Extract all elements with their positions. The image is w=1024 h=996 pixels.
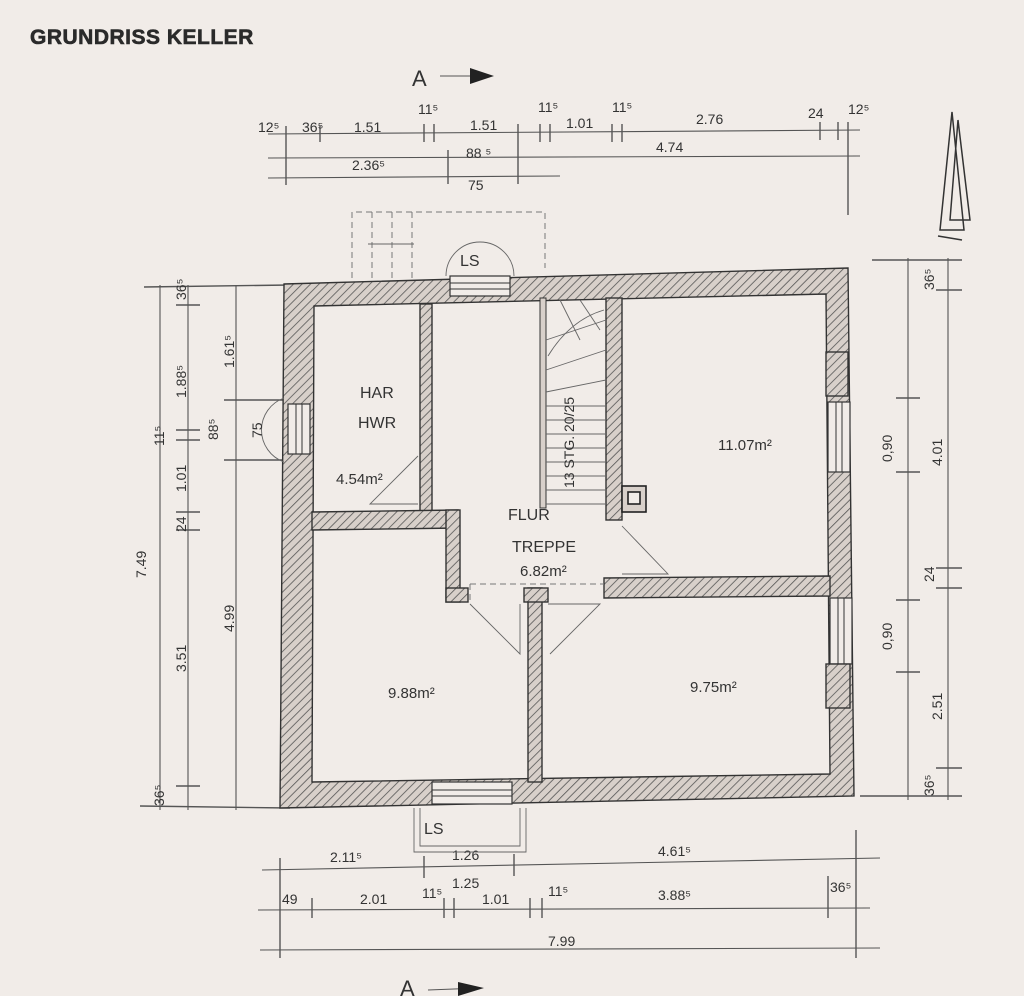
dim-right-1: 36⁵ — [921, 269, 937, 290]
dim-right-inner-1: 0,90 — [879, 435, 895, 462]
dim-left-inner-2: 88⁵ — [205, 419, 221, 440]
dim-right-4: 2.51 — [929, 693, 945, 720]
light-well-bottom: LS — [413, 808, 527, 853]
dim-top-7: 1.01 — [566, 115, 593, 131]
dim-bottom-total: 7.99 — [548, 933, 575, 949]
dim-bottom-2: 1.26 — [452, 847, 479, 863]
window-west — [287, 403, 311, 455]
dim-top-3: 1.51 — [354, 119, 381, 135]
room-flur-label-2: TREPPE — [512, 539, 576, 556]
window-bottom-ls — [431, 781, 513, 805]
dim-top-6: 11⁵ — [538, 99, 558, 115]
dim-top-11: 12⁵ — [848, 101, 869, 117]
section-label-bottom: A — [400, 976, 415, 996]
dim-left-inner-1: 1.61⁵ — [221, 335, 237, 368]
room-ne-area: 11.07m² — [718, 437, 772, 454]
dim-bottom-1: 2.11⁵ — [330, 849, 362, 865]
stairs-label: 13 STG. 20/25 — [561, 397, 577, 488]
dim-right-5: 36⁵ — [921, 775, 937, 796]
dim-left-4: 1.01 — [173, 465, 189, 492]
dim-right-2: 4.01 — [929, 439, 945, 466]
dim-top-9: 2.76 — [696, 111, 723, 127]
north-arrow-icon — [937, 111, 971, 241]
dim-top-4: 11⁵ — [418, 101, 438, 117]
dim-left-inner-3: 4.99 — [221, 605, 237, 632]
dim-top-1: 12⁵ — [258, 119, 279, 135]
dim-bottom-r2-5: 1.01 — [482, 891, 509, 907]
section-marker-top: A — [412, 66, 494, 91]
window-east-2 — [829, 597, 853, 665]
dim-bottom-r2-6: 11⁵ — [548, 883, 568, 899]
dim-bottom-r2-2: 2.01 — [360, 891, 387, 907]
chimney — [621, 485, 647, 513]
dimension-chain-right: 36⁵ 4.01 24 2.51 36⁵ 0,90 0,90 — [860, 258, 962, 800]
room-har-label-2: HWR — [358, 415, 396, 432]
walls — [279, 267, 855, 809]
dim-left-3: 11⁵ — [151, 426, 167, 446]
room-har-label-1: HAR — [360, 385, 394, 402]
dim-top-8: 11⁵ — [612, 99, 632, 115]
light-well-top-outline — [351, 211, 546, 278]
room-flur-area: 6.82m² — [520, 563, 567, 580]
light-well-top: LS — [445, 241, 515, 277]
light-well-west: 75 — [249, 397, 285, 463]
dimension-chain-top: 12⁵ 36⁵ 1.51 11⁵ 1.51 11⁵ 1.01 11⁵ 2.76 … — [258, 99, 869, 215]
room-flur-label-1: FLUR — [508, 507, 550, 524]
wall-block-east-1 — [825, 351, 849, 397]
room-sw-area: 9.88m² — [388, 685, 435, 702]
dim-top-5: 1.51 — [470, 117, 497, 133]
dim-top-r2-1: 2.36⁵ — [352, 157, 385, 173]
dim-right-inner-2: 0,90 — [879, 623, 895, 650]
dim-bottom-r2-8: 36⁵ — [830, 879, 851, 895]
doors — [368, 455, 670, 656]
section-arrow-icon — [470, 68, 494, 84]
plan-title: GRUNDRISS KELLER — [30, 26, 254, 49]
section-label-top: A — [412, 66, 427, 91]
dim-top-r2-3: 4.74 — [656, 139, 683, 155]
dim-left-total: 7.49 — [133, 551, 149, 578]
dim-left-7: 36⁵ — [151, 785, 167, 806]
dim-left-5: 24 — [173, 516, 189, 532]
dim-bottom-r2-1: 49 — [282, 891, 298, 907]
room-har-area: 4.54m² — [336, 471, 383, 488]
dim-bottom-r2-4: 1.25 — [452, 875, 479, 891]
dimension-chain-left: 7.49 36⁵ 1.88⁵ 11⁵ 1.01 24 3.51 36⁵ 1.61… — [133, 279, 291, 810]
staircase: 13 STG. 20/25 — [545, 299, 607, 505]
dim-top-10: 24 — [808, 105, 824, 121]
dim-left-2: 1.88⁵ — [173, 365, 189, 398]
dim-top-2: 36⁵ — [302, 119, 323, 135]
dim-bottom-3: 4.61⁵ — [658, 843, 691, 859]
window-top-ls — [449, 275, 511, 297]
dim-top-r3-1: 75 — [468, 177, 484, 193]
dim-bottom-r2-3: 11⁵ — [422, 885, 442, 901]
dim-bottom-r2-7: 3.88⁵ — [658, 887, 691, 903]
dim-right-3: 24 — [921, 566, 937, 582]
dim-left-1: 36⁵ — [173, 279, 189, 300]
dim-left-6: 3.51 — [173, 645, 189, 672]
section-marker-bottom: A — [400, 976, 484, 996]
light-well-top-label: LS — [460, 253, 480, 270]
room-se-area: 9.75m² — [690, 679, 737, 696]
wall-block-east-2 — [825, 663, 851, 709]
light-well-bottom-label: LS — [424, 821, 444, 838]
light-well-west-label: 75 — [249, 422, 265, 438]
dimension-chain-bottom: 2.11⁵ 1.26 4.61⁵ 49 2.01 11⁵ 1.25 1.01 1… — [257, 830, 881, 958]
dim-top-r2-2: 88 ⁵ — [466, 145, 491, 161]
window-east-1 — [827, 401, 851, 473]
